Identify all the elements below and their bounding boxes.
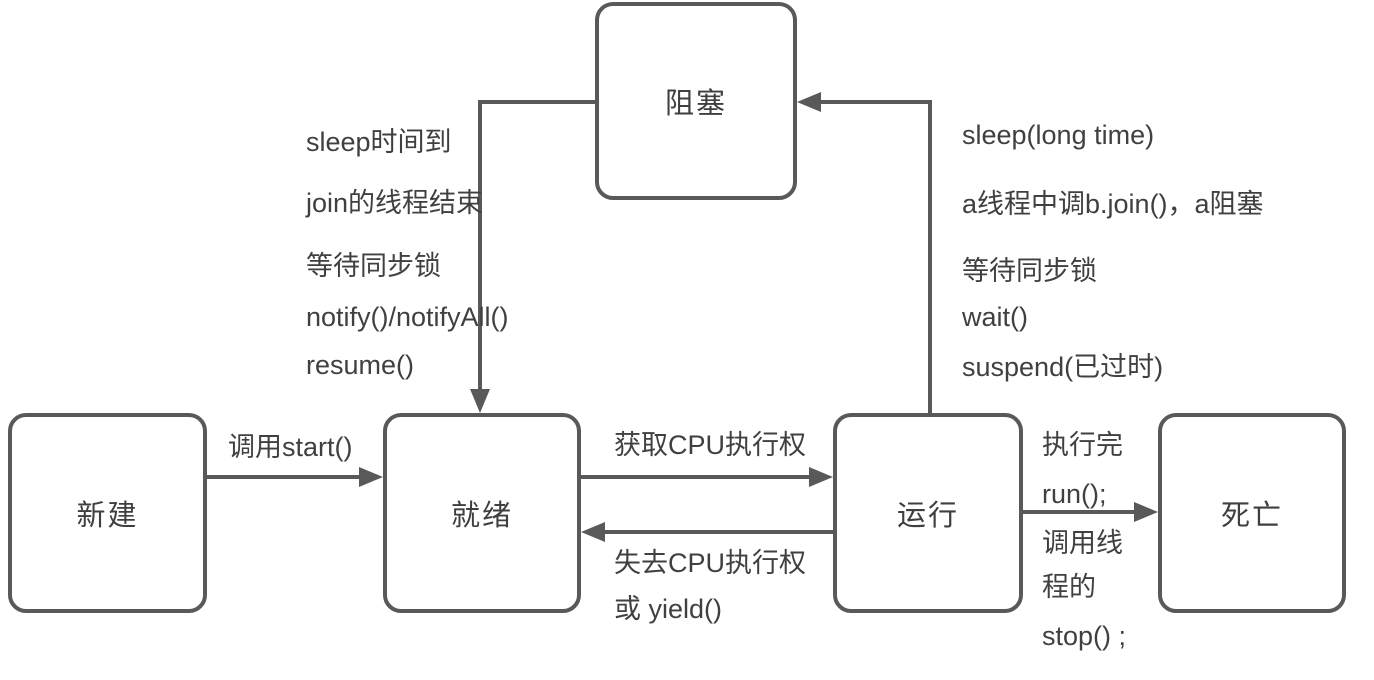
edge-label-ready-to-running: 获取CPU执行权: [614, 430, 807, 460]
arrow-ready-to-running-head: [809, 467, 833, 487]
arrow-running-to-dead-head: [1134, 502, 1158, 522]
node-ready-label: 就绪: [450, 500, 513, 532]
arrow-running-to-ready-head: [581, 522, 605, 542]
node-running-label: 运行: [896, 500, 959, 532]
node-new-label: 新建: [76, 500, 139, 532]
arrow-new-to-ready-head: [359, 467, 383, 487]
edge-label-running-to-blocked-line4: wait(): [962, 302, 1028, 332]
arrow-blocked-to-ready-head: [470, 389, 490, 413]
edge-label-running-to-blocked-line1: sleep(long time): [962, 120, 1155, 150]
edge-label-blocked-to-ready-line5: resume(): [306, 350, 415, 380]
edge-label-running-to-dead-line4: 程的: [1042, 572, 1096, 602]
edge-label-running-to-blocked-line3: 等待同步锁: [962, 256, 1097, 286]
node-dead: 死亡: [1158, 413, 1346, 613]
edge-label-running-to-ready-line2: 或 yield(): [614, 594, 723, 624]
node-dead-label: 死亡: [1220, 500, 1283, 532]
edge-label-running-to-blocked-line5: suspend(已过时): [962, 352, 1164, 382]
edge-label-blocked-to-ready-line1: sleep时间到: [306, 127, 452, 157]
edge-label-running-to-dead-line2: run();: [1042, 479, 1107, 509]
edge-label-running-to-dead-line1: 执行完: [1042, 430, 1123, 460]
arrow-blocked-to-ready-line: [478, 100, 595, 391]
edge-label-running-to-ready-line1: 失去CPU执行权: [614, 548, 807, 578]
arrow-running-to-blocked-head: [797, 92, 821, 112]
edge-label-running-to-dead-line5: stop() ;: [1042, 621, 1127, 651]
edge-label-blocked-to-ready-line3: 等待同步锁: [306, 251, 441, 281]
node-blocked: 阻塞: [595, 2, 797, 200]
node-blocked-label: 阻塞: [664, 88, 727, 120]
node-ready: 就绪: [383, 413, 581, 613]
edge-label-running-to-dead-line3: 调用线: [1042, 528, 1123, 558]
edge-label-running-to-blocked-line2: a线程中调b.join()，a阻塞: [962, 189, 1264, 219]
arrow-running-to-blocked-line: [820, 100, 932, 413]
edge-label-blocked-to-ready-line4: notify()/notifyAll(): [306, 302, 509, 332]
node-new: 新建: [8, 413, 207, 613]
edge-label-new-to-ready: 调用start(): [228, 432, 353, 462]
node-running: 运行: [833, 413, 1023, 613]
edge-label-blocked-to-ready-line2: join的线程结束: [306, 188, 484, 218]
